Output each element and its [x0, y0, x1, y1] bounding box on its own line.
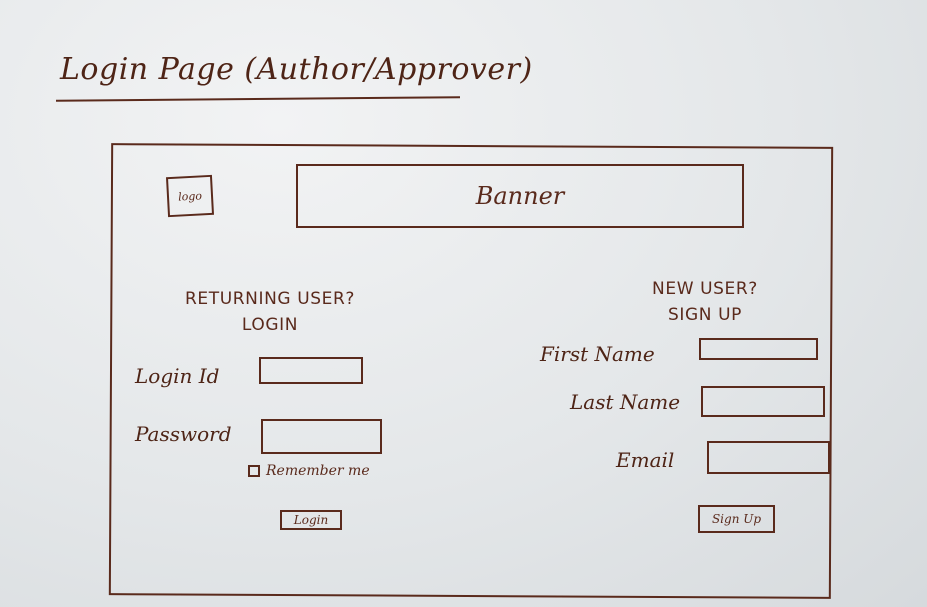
login-heading: RETURNING USER? LOGIN [170, 286, 370, 338]
signup-heading-line1: NEW USER? [652, 279, 758, 299]
sign-up-button[interactable]: Sign Up [698, 505, 775, 533]
last-name-label: Last Name [570, 390, 681, 414]
banner-text: Banner [475, 182, 565, 210]
login-id-input[interactable] [259, 357, 363, 384]
login-heading-line1: RETURNING USER? [184, 289, 356, 309]
password-label: Password [135, 422, 232, 446]
login-heading-line2: LOGIN [241, 315, 299, 335]
login-button[interactable]: Login [280, 510, 342, 530]
title-underline [55, 96, 461, 102]
last-name-input[interactable] [701, 386, 825, 417]
email-label: Email [616, 448, 675, 472]
signup-heading: NEW USER? SIGN UP [610, 276, 800, 328]
remember-me[interactable]: Remember me [248, 463, 370, 479]
first-name-label: First Name [540, 342, 655, 366]
first-name-input[interactable] [699, 338, 818, 360]
email-input[interactable] [707, 441, 830, 474]
login-id-label: Login Id [135, 364, 220, 388]
page-title: Login Page (Author/Approver) [60, 52, 533, 87]
banner: Banner [296, 164, 744, 228]
password-input[interactable] [261, 419, 382, 454]
signup-heading-line2: SIGN UP [668, 305, 742, 325]
remember-me-label: Remember me [266, 463, 370, 479]
remember-me-checkbox[interactable] [248, 465, 260, 477]
logo[interactable]: logo [165, 174, 215, 218]
logo-text: logo [177, 188, 203, 204]
